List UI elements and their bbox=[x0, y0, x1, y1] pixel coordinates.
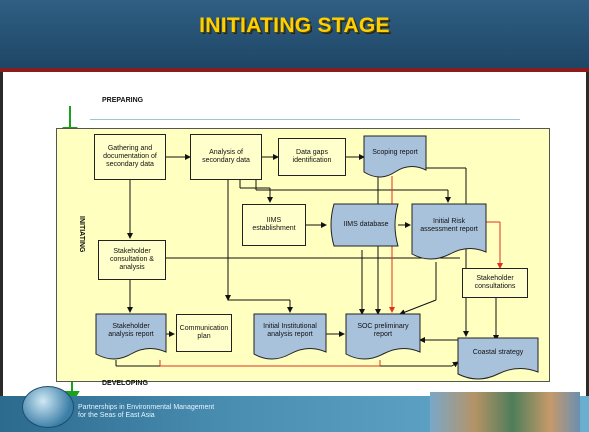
node-risk-report: Initial Risk assessment report bbox=[420, 218, 478, 233]
title-band bbox=[0, 0, 589, 68]
footer-text: Partnerships in Environmental Management… bbox=[78, 404, 214, 420]
preparing-label: PREPARING bbox=[102, 97, 144, 104]
node-gaps: Data gaps identification bbox=[278, 138, 346, 176]
node-stakeholder-consultations: Stakeholder consultations bbox=[462, 268, 528, 298]
preparing-divider bbox=[90, 119, 520, 120]
pemsea-logo bbox=[22, 386, 74, 428]
node-soc-report: SOC preliminary report bbox=[357, 323, 409, 338]
title-underline bbox=[0, 68, 589, 72]
node-institutional-report: Initial Institutional analysis report bbox=[263, 323, 317, 338]
node-scoping-report: Scoping report bbox=[372, 149, 418, 156]
developing-label: DEVELOPING bbox=[102, 380, 148, 387]
node-communication-plan: Communication plan bbox=[176, 314, 232, 352]
footer-line-2: for the Seas of East Asia bbox=[78, 412, 155, 419]
node-stakeholder-consultation: Stakeholder consultation & analysis bbox=[98, 240, 166, 280]
footer-line-1: Partnerships in Environmental Management bbox=[78, 404, 215, 411]
node-analysis: Analysis of secondary data bbox=[190, 134, 262, 180]
slide-title: INITIATING STAGE bbox=[199, 14, 390, 37]
node-iims-database: IIMS database bbox=[343, 221, 389, 228]
node-gathering: Gathering and documentation of secondary… bbox=[94, 134, 166, 180]
node-stakeholder-report: Stakeholder analysis report bbox=[108, 323, 154, 338]
footer-photo-strip bbox=[430, 392, 580, 432]
footer: Partnerships in Environmental Management… bbox=[0, 372, 589, 432]
node-iims-establishment: IIMS establishment bbox=[242, 204, 306, 246]
node-coastal-strategy: Coastal strategy bbox=[472, 349, 524, 356]
initiating-side-label: INITIATING bbox=[78, 216, 85, 253]
